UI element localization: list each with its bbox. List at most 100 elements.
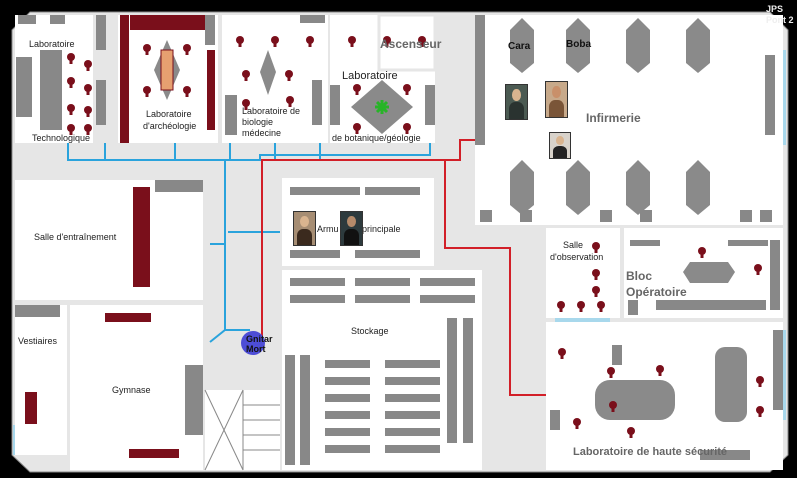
infirmary-bed (510, 160, 534, 215)
seat-icon (84, 106, 92, 117)
seat-icon (353, 123, 361, 134)
red-corridor-paths (261, 139, 546, 396)
label-bloc-2: Opératoire (626, 285, 687, 299)
room-salle-entrainement (15, 180, 203, 300)
label-lab-bio-1: Laboratoire de (242, 106, 301, 116)
seat-icon (84, 84, 92, 95)
character-token-gnitar[interactable] (241, 331, 265, 355)
seat-icon (143, 86, 151, 97)
seat-icon (353, 84, 361, 95)
seat-icon (403, 123, 411, 134)
character-token-boba[interactable] (545, 81, 568, 118)
label-bloc-1: Bloc (626, 269, 653, 283)
character-label-cara: Cara (508, 41, 531, 52)
label-lab-bota-2: de botanique/géologie (332, 133, 421, 143)
label-lab-bio-2: biologie (242, 117, 274, 127)
seat-icon (271, 36, 279, 47)
seat-icon (403, 84, 411, 95)
character-token-armurerie-2[interactable] (340, 211, 363, 246)
infirmary-bed (686, 18, 710, 73)
infirmary-bed (510, 18, 534, 73)
label-ascenseur: Ascenseur (380, 37, 442, 51)
seat-icon (607, 367, 615, 378)
seat-icon (306, 36, 314, 47)
infirmary-bed (566, 160, 590, 215)
label-lab-archeo-1: Laboratoire (146, 109, 192, 119)
seat-icon (592, 269, 600, 280)
infirmary-bed (686, 160, 710, 215)
seat-icon (557, 301, 565, 312)
seat-icon (592, 286, 600, 297)
plant-icon (375, 100, 389, 114)
seat-icon (242, 99, 250, 110)
seat-icon (183, 44, 191, 55)
seat-icon (67, 124, 75, 135)
room-vestiaires (15, 305, 67, 455)
room-gymnase (70, 305, 203, 470)
label-stockage: Stockage (351, 326, 389, 336)
wall-block (520, 210, 532, 222)
wall-block (760, 210, 772, 222)
label-salle-obs-2: d'observation (550, 252, 604, 262)
seat-icon (627, 427, 635, 438)
label-infirmerie: Infirmerie (586, 111, 641, 125)
seat-icon (84, 60, 92, 71)
seat-icon (558, 348, 566, 359)
seat-icon (597, 301, 605, 312)
label-armurerie-2: principale (362, 224, 401, 234)
seat-icon (656, 365, 664, 376)
seat-icon (84, 124, 92, 135)
seat-icon (698, 247, 706, 258)
wall-block (740, 210, 752, 222)
label-lab-techno-1: Laboratoire (29, 39, 75, 49)
seat-icon (236, 36, 244, 47)
seat-icon (592, 242, 600, 253)
deck-name: Pont 2 (766, 15, 794, 25)
seat-icon (609, 401, 617, 412)
infirmary-bed (626, 160, 650, 215)
deck-code: JPS (766, 4, 784, 14)
wall-block (600, 210, 612, 222)
label-gymnase: Gymnase (112, 385, 151, 395)
gnitar-name: Gnitar (246, 334, 273, 344)
seat-icon (348, 36, 356, 47)
seat-icon (286, 96, 294, 107)
label-lab-bio-3: médecine (242, 128, 282, 138)
seat-icon (242, 70, 250, 81)
seat-icon (183, 86, 191, 97)
seat-icon (756, 376, 764, 387)
label-armurerie-1: Armu (317, 224, 339, 234)
seat-icon (67, 104, 75, 115)
seat-icon (577, 301, 585, 312)
character-token-armurerie-1[interactable] (293, 211, 316, 246)
seat-icon (756, 406, 764, 417)
label-lab-bota-1: Laboratoire (342, 70, 398, 82)
label-salle-entrainement: Salle d'entraînement (34, 232, 117, 242)
infirmary-bed (566, 18, 590, 73)
gnitar-status: Mort (246, 344, 266, 354)
seat-icon (285, 70, 293, 81)
wall-block (640, 210, 652, 222)
seat-icon (418, 36, 426, 47)
character-label-boba: Boba (566, 39, 591, 50)
infirmary-bed (626, 18, 650, 73)
staircase (204, 389, 280, 471)
seat-icon (67, 77, 75, 88)
character-token-cara[interactable] (505, 84, 528, 120)
wall-block (480, 210, 492, 222)
seat-icon (67, 53, 75, 64)
label-lab-archeo-2: d'archéologie (143, 121, 197, 131)
blue-corridor-paths (67, 143, 431, 345)
seat-icon (383, 36, 391, 47)
label-salle-obs-1: Salle (563, 240, 584, 250)
label-vestiaires: Vestiaires (18, 336, 58, 346)
character-token-infirmerie[interactable] (549, 132, 571, 159)
seat-icon (573, 418, 581, 429)
label-lab-techno-2: Technologique (32, 133, 91, 143)
label-lab-haute-securite: Laboratoire de haute sécurité (573, 446, 728, 458)
seat-icon (143, 44, 151, 55)
seat-icon (754, 264, 762, 275)
character-label-gnitar: Gnitar Mort (246, 334, 273, 354)
